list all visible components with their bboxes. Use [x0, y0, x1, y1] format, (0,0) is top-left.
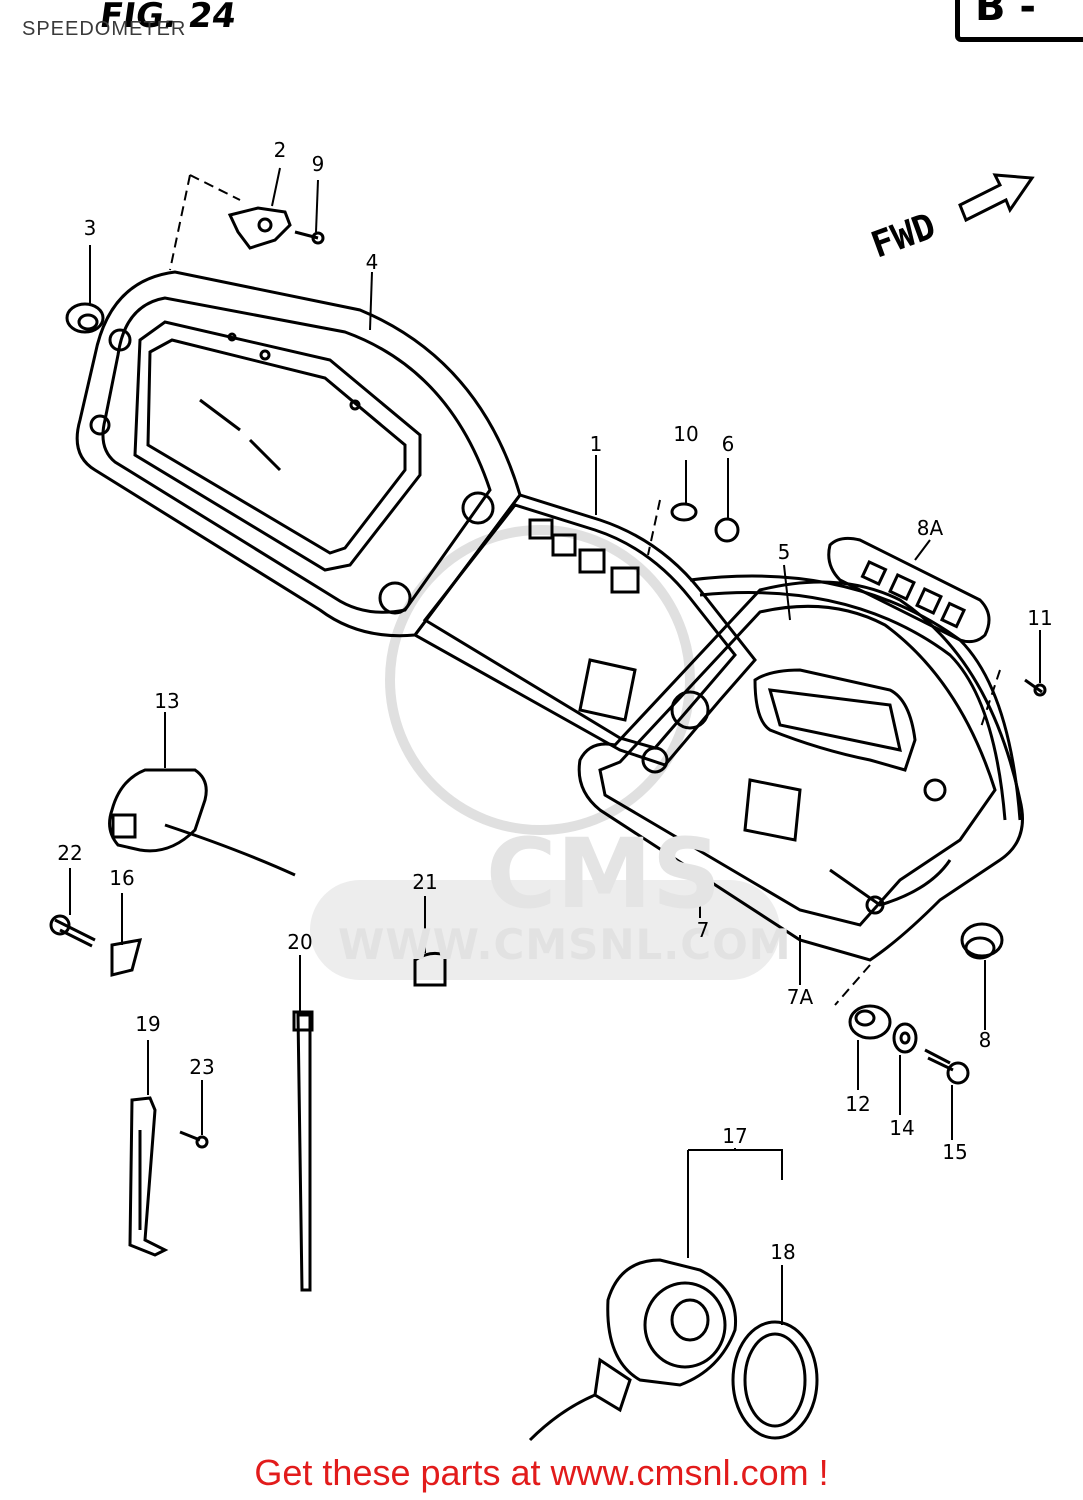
- callout-6: 6: [721, 432, 735, 456]
- meter-housing-part-4: [75, 270, 522, 638]
- callout-8: 8: [978, 1028, 992, 1052]
- callout-11: 11: [1027, 606, 1053, 630]
- callout-22: 22: [57, 841, 83, 865]
- callout-9: 9: [311, 152, 325, 176]
- callout-21: 21: [412, 870, 438, 894]
- callout-18: 18: [770, 1240, 796, 1264]
- callout-7A: 7A: [786, 985, 814, 1009]
- corner-code: B -: [975, 0, 1037, 30]
- callout-20: 20: [287, 930, 313, 954]
- part-8A: [827, 536, 991, 644]
- watermark-url: WWW.CMSNL.COM: [338, 920, 792, 969]
- callout-16: 16: [109, 866, 135, 890]
- callout-13: 13: [154, 689, 180, 713]
- callout-2: 2: [273, 138, 287, 162]
- small-parts: [49, 206, 1047, 1442]
- callout-23: 23: [189, 1055, 215, 1079]
- callout-5: 5: [777, 540, 791, 564]
- corner-code-box: [955, 0, 1083, 42]
- forward-arrow-icon: [958, 173, 1035, 223]
- meter-case-part-5: [577, 574, 1024, 962]
- callout-15: 15: [942, 1140, 968, 1164]
- meter-case-part-1: [412, 493, 757, 774]
- callout-4: 4: [365, 250, 379, 274]
- callout-7: 7: [696, 918, 710, 942]
- callout-17: 17: [722, 1124, 748, 1148]
- callout-12: 12: [845, 1092, 871, 1116]
- leader-lines: [69, 167, 1041, 1325]
- callout-10: 10: [673, 422, 699, 446]
- watermark-brand: CMS: [486, 818, 722, 930]
- callout-3: 3: [83, 216, 97, 240]
- footer-banner-link[interactable]: Get these parts at www.cmsnl.com !: [254, 1452, 829, 1493]
- callout-14: 14: [889, 1116, 915, 1140]
- callout-19: 19: [135, 1012, 161, 1036]
- callout-1: 1: [589, 432, 603, 456]
- diagram-caption: SPEEDOMETER: [22, 18, 187, 40]
- callout-8A: 8A: [916, 516, 944, 540]
